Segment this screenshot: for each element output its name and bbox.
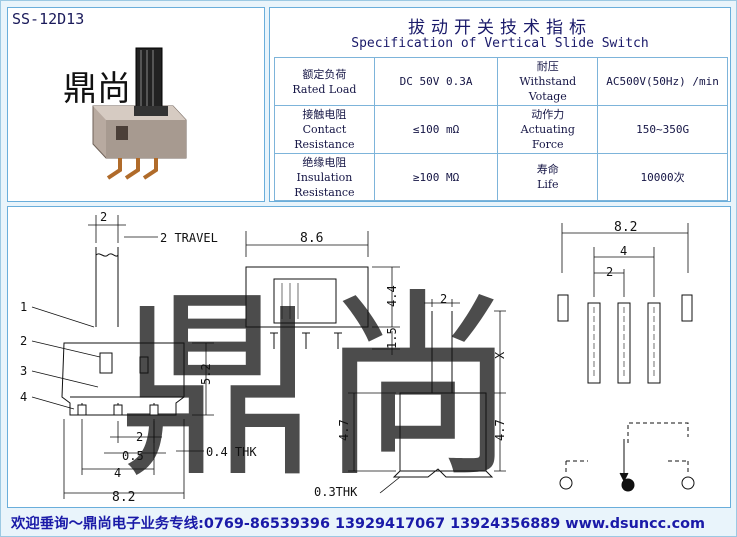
dim-body-height: 5.2 [199,363,213,385]
callout-3: 3 [20,364,27,378]
dim-end-thickness: 0.3THK [314,485,358,499]
dim-end-upper: 4.7 [337,419,351,441]
watermark-logo: 鼎尚 [63,69,131,109]
spec-title-cn: 拔动开关技术指标 [408,18,592,38]
dim-travel: 2 TRAVEL [160,231,218,245]
dim-pcb-pitch: 4 [620,244,627,258]
dim-pcb-width: 8.2 [614,220,637,235]
dim-thickness: 0.4 THK [206,445,257,459]
dim-pcb-small: 2 [606,265,613,279]
spec-value: ≤100 mΩ [373,105,499,154]
contact-footer: 欢迎垂询～鼎尚电子业务专线:0769-86539396 13929417067 … [11,516,706,532]
drawing-panel: 鼎尚 2 2 TRAVEL 5.2 [7,206,731,508]
end-view: 2 X 4.7 4.7 0.3THK [314,292,507,499]
pcb-layout: 8.2 4 2 [557,220,695,492]
spec-title-en: Specification of Vertical Slide Switch [351,36,649,51]
watermark-logo: 鼎尚 [118,272,518,505]
dim-end-top: 2 [440,292,447,306]
product-photo: 鼎尚 [63,47,187,180]
callout-4: 4 [20,390,27,404]
callout-1: 1 [20,300,27,314]
spec-value: ≥100 MΩ [373,153,499,201]
model-panel: SS-12D13 鼎尚 [7,7,265,202]
dim-front-width: 8.6 [300,231,323,246]
spec-value: AC500V(50Hz) /min [597,57,728,106]
spec-value: 10000次 [597,153,728,201]
callout-2: 2 [20,334,27,348]
dim-half: 0.5 [122,449,144,463]
model-number: SS-12D13 [12,10,85,28]
dim-end-lower: 4.7 [493,419,507,441]
side-view: 2 2 TRAVEL 5.2 2 0.5 4 0.4 THK 8.2 1 2 [20,210,257,505]
dim-pitch-small: 2 [136,430,143,444]
dim-pin-length: 1.5 [385,327,399,349]
spec-value: 150~350G [597,105,728,154]
dim-actuator-width: 2 [100,210,107,224]
dim-end-x: X [493,351,507,359]
spec-value: DC 50V 0.3A [373,57,499,106]
front-view: 8.6 4.4 1.5 [245,231,400,355]
dim-front-height: 4.4 [385,285,399,307]
dim-total-width: 8.2 [112,490,135,505]
spec-panel: 拔动开关技术指标 Specification of Vertical Slide… [269,7,731,202]
dim-pitch: 4 [114,466,121,480]
